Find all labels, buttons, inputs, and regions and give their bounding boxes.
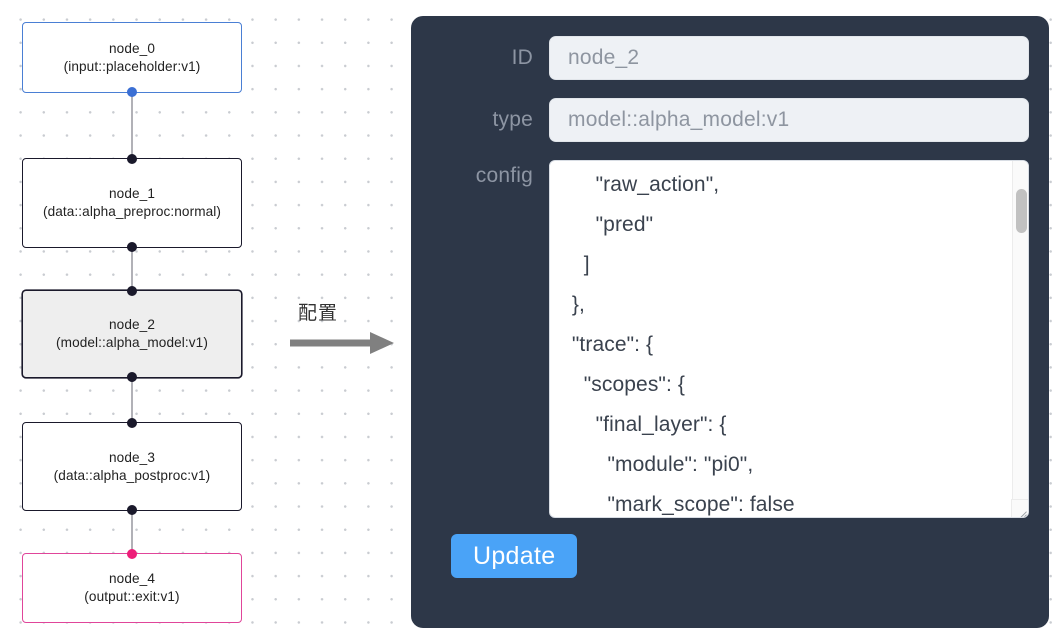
flow-node-node_2[interactable]: node_2 (model::alpha_model:v1): [22, 286, 242, 382]
flow-node-title: node_0: [109, 40, 155, 56]
flow-node-title: node_2: [109, 317, 155, 333]
type-input[interactable]: model::alpha_model:v1: [549, 98, 1029, 142]
node-handle-target-icon[interactable]: [127, 286, 137, 296]
flow-node-subtitle: (input::placeholder:v1): [63, 58, 201, 74]
flow-node-node_4[interactable]: node_4 (output::exit:v1): [22, 549, 242, 623]
flow-edges: [131, 93, 133, 553]
node-handle-target-icon[interactable]: [127, 549, 137, 559]
type-field-label: type: [492, 108, 533, 131]
update-button[interactable]: Update: [451, 534, 578, 578]
node-handle-source-icon[interactable]: [127, 242, 137, 252]
config-textarea[interactable]: "raw_action", "pred" ] }, "trace": { "sc…: [571, 173, 795, 516]
field-row-type: type model::alpha_model:v1: [431, 98, 1029, 142]
flow-node-title: node_4: [109, 571, 155, 587]
config-textarea-scrollbar[interactable]: [1012, 161, 1028, 499]
config-textarea-scroll-thumb[interactable]: [1016, 189, 1027, 233]
field-row-config: config "raw_action", "pred" ] }, "trace"…: [431, 160, 1029, 518]
flow-node-node_0[interactable]: node_0 (input::placeholder:v1): [22, 22, 242, 97]
flow-node-subtitle: (data::alpha_preproc:normal): [42, 204, 222, 219]
node-handle-target-icon[interactable]: [127, 154, 137, 164]
flow-node-subtitle: (output::exit:v1): [84, 589, 180, 604]
flow-node-title: node_3: [109, 449, 155, 465]
node-config-panel: ID node_2 type model::alpha_model:v1 con…: [411, 16, 1049, 628]
flow-node-subtitle: (model::alpha_model:v1): [56, 335, 208, 350]
config-field-label: config: [475, 164, 533, 187]
flow-node-label: node_2 (model::alpha_model:v1): [31, 316, 233, 351]
node-handle-source-icon[interactable]: [127, 505, 137, 515]
transition-label: 配置: [298, 302, 339, 324]
node-handle-source-icon[interactable]: [127, 372, 137, 382]
config-textarea-wrapper[interactable]: "raw_action", "pred" ] }, "trace": { "sc…: [549, 160, 1029, 518]
id-field-label: ID: [511, 46, 533, 69]
transition-annotation: 配置: [290, 298, 402, 360]
right-arrow-icon: [290, 332, 394, 354]
flow-node-label: node_0 (input::placeholder:v1): [31, 40, 233, 75]
flow-node-subtitle: (data::alpha_postproc:v1): [53, 467, 211, 483]
field-row-id: ID node_2: [431, 36, 1029, 80]
flow-node-label: node_3 (data::alpha_postproc:v1): [31, 449, 233, 484]
id-input[interactable]: node_2: [549, 36, 1029, 80]
flow-node-node_1[interactable]: node_1 (data::alpha_preproc:normal): [22, 154, 242, 252]
flow-node-node_3[interactable]: node_3 (data::alpha_postproc:v1): [22, 418, 242, 515]
flow-node-label: node_4 (output::exit:v1): [31, 570, 233, 605]
resize-grip-icon[interactable]: [1011, 499, 1028, 517]
node-handle-target-icon[interactable]: [127, 418, 137, 428]
node-handle-source-icon[interactable]: [127, 87, 137, 97]
flow-node-label: node_1 (data::alpha_preproc:normal): [31, 185, 233, 220]
flow-node-title: node_1: [109, 186, 155, 202]
